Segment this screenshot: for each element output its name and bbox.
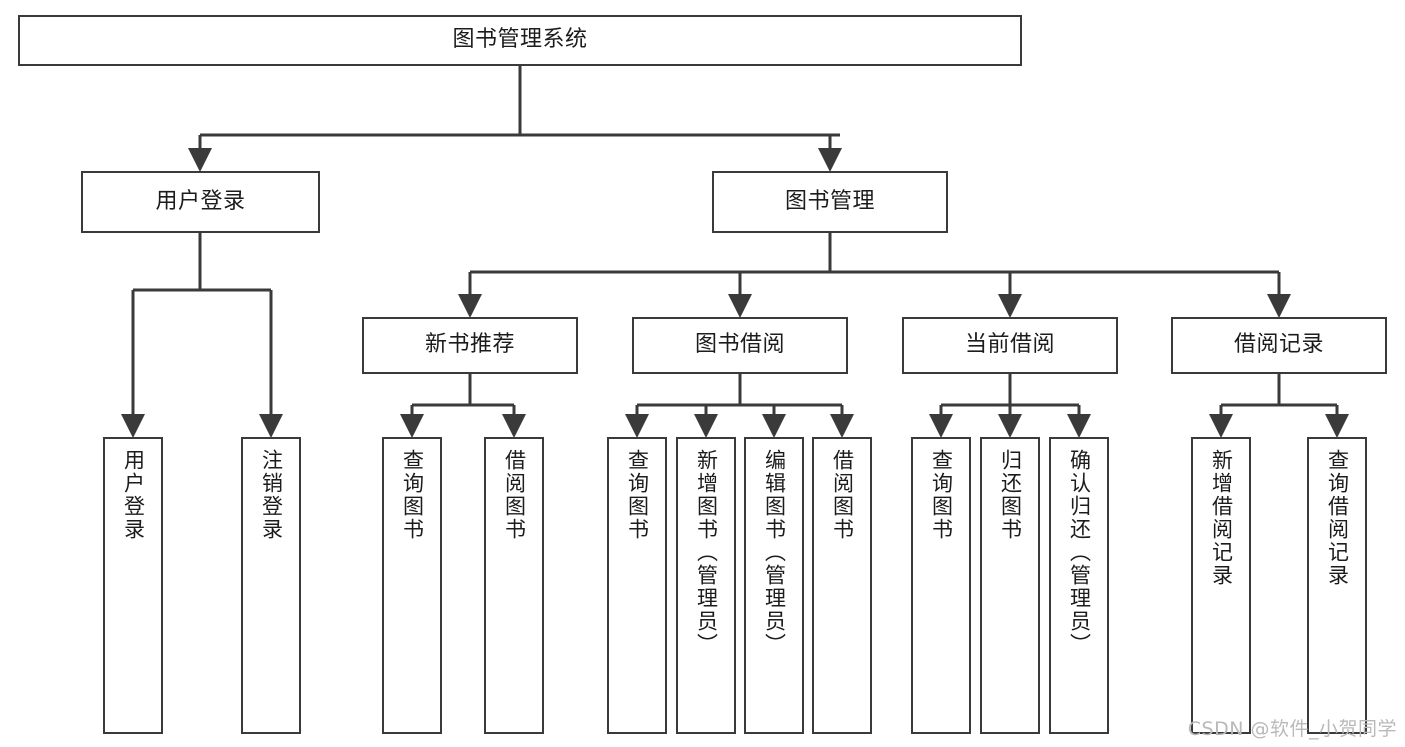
node-leaf-query-record-label: 查询借阅记录 [1325, 449, 1350, 587]
node-leaf-query-book-3[interactable]: 查询图书 [911, 437, 971, 734]
node-new-book-recommend-label: 新书推荐 [424, 332, 515, 358]
node-current-borrow[interactable]: 当前借阅 [902, 317, 1118, 374]
node-book-borrow-label: 图书借阅 [694, 332, 785, 358]
node-borrow-record-label: 借阅记录 [1233, 332, 1324, 358]
node-user-login-label: 用户登录 [155, 188, 246, 214]
node-leaf-borrow-book-1-label: 借阅图书 [502, 449, 527, 541]
node-leaf-edit-book[interactable]: 编辑图书（管理员） [744, 437, 804, 734]
node-leaf-logout-label: 注销登录 [259, 449, 284, 541]
watermark: CSDN @软件_小贺同学 [1187, 718, 1397, 740]
node-borrow-record[interactable]: 借阅记录 [1171, 317, 1387, 374]
node-leaf-add-book-label: 新增图书（管理员） [694, 449, 719, 656]
node-leaf-add-record-label: 新增借阅记录 [1209, 449, 1234, 587]
node-book-management[interactable]: 图书管理 [712, 171, 948, 233]
node-root[interactable]: 图书管理系统 [18, 15, 1022, 66]
node-leaf-add-book[interactable]: 新增图书（管理员） [676, 437, 736, 734]
node-leaf-query-book-3-label: 查询图书 [929, 449, 954, 541]
node-leaf-confirm-return-label: 确认归还（管理员） [1067, 449, 1092, 656]
node-leaf-borrow-book-2[interactable]: 借阅图书 [812, 437, 872, 734]
node-leaf-query-book-2-label: 查询图书 [625, 449, 650, 541]
node-book-borrow[interactable]: 图书借阅 [632, 317, 848, 374]
node-book-management-label: 图书管理 [784, 188, 875, 214]
node-leaf-borrow-book-2-label: 借阅图书 [830, 449, 855, 541]
node-current-borrow-label: 当前借阅 [964, 332, 1055, 358]
node-leaf-user-login-label: 用户登录 [121, 449, 146, 541]
node-leaf-return-book-label: 归还图书 [998, 449, 1023, 541]
node-leaf-query-book-1-label: 查询图书 [400, 449, 425, 541]
node-leaf-borrow-book-1[interactable]: 借阅图书 [484, 437, 544, 734]
node-leaf-query-record[interactable]: 查询借阅记录 [1307, 437, 1367, 734]
node-leaf-logout[interactable]: 注销登录 [241, 437, 301, 734]
node-leaf-query-book-1[interactable]: 查询图书 [382, 437, 442, 734]
node-leaf-return-book[interactable]: 归还图书 [980, 437, 1040, 734]
node-leaf-add-record[interactable]: 新增借阅记录 [1191, 437, 1251, 734]
node-leaf-query-book-2[interactable]: 查询图书 [607, 437, 667, 734]
node-leaf-user-login[interactable]: 用户登录 [103, 437, 163, 734]
node-root-label: 图书管理系统 [452, 27, 588, 53]
node-leaf-confirm-return[interactable]: 确认归还（管理员） [1049, 437, 1109, 734]
node-leaf-edit-book-label: 编辑图书（管理员） [762, 449, 787, 656]
node-user-login[interactable]: 用户登录 [81, 171, 320, 233]
node-new-book-recommend[interactable]: 新书推荐 [362, 317, 578, 374]
